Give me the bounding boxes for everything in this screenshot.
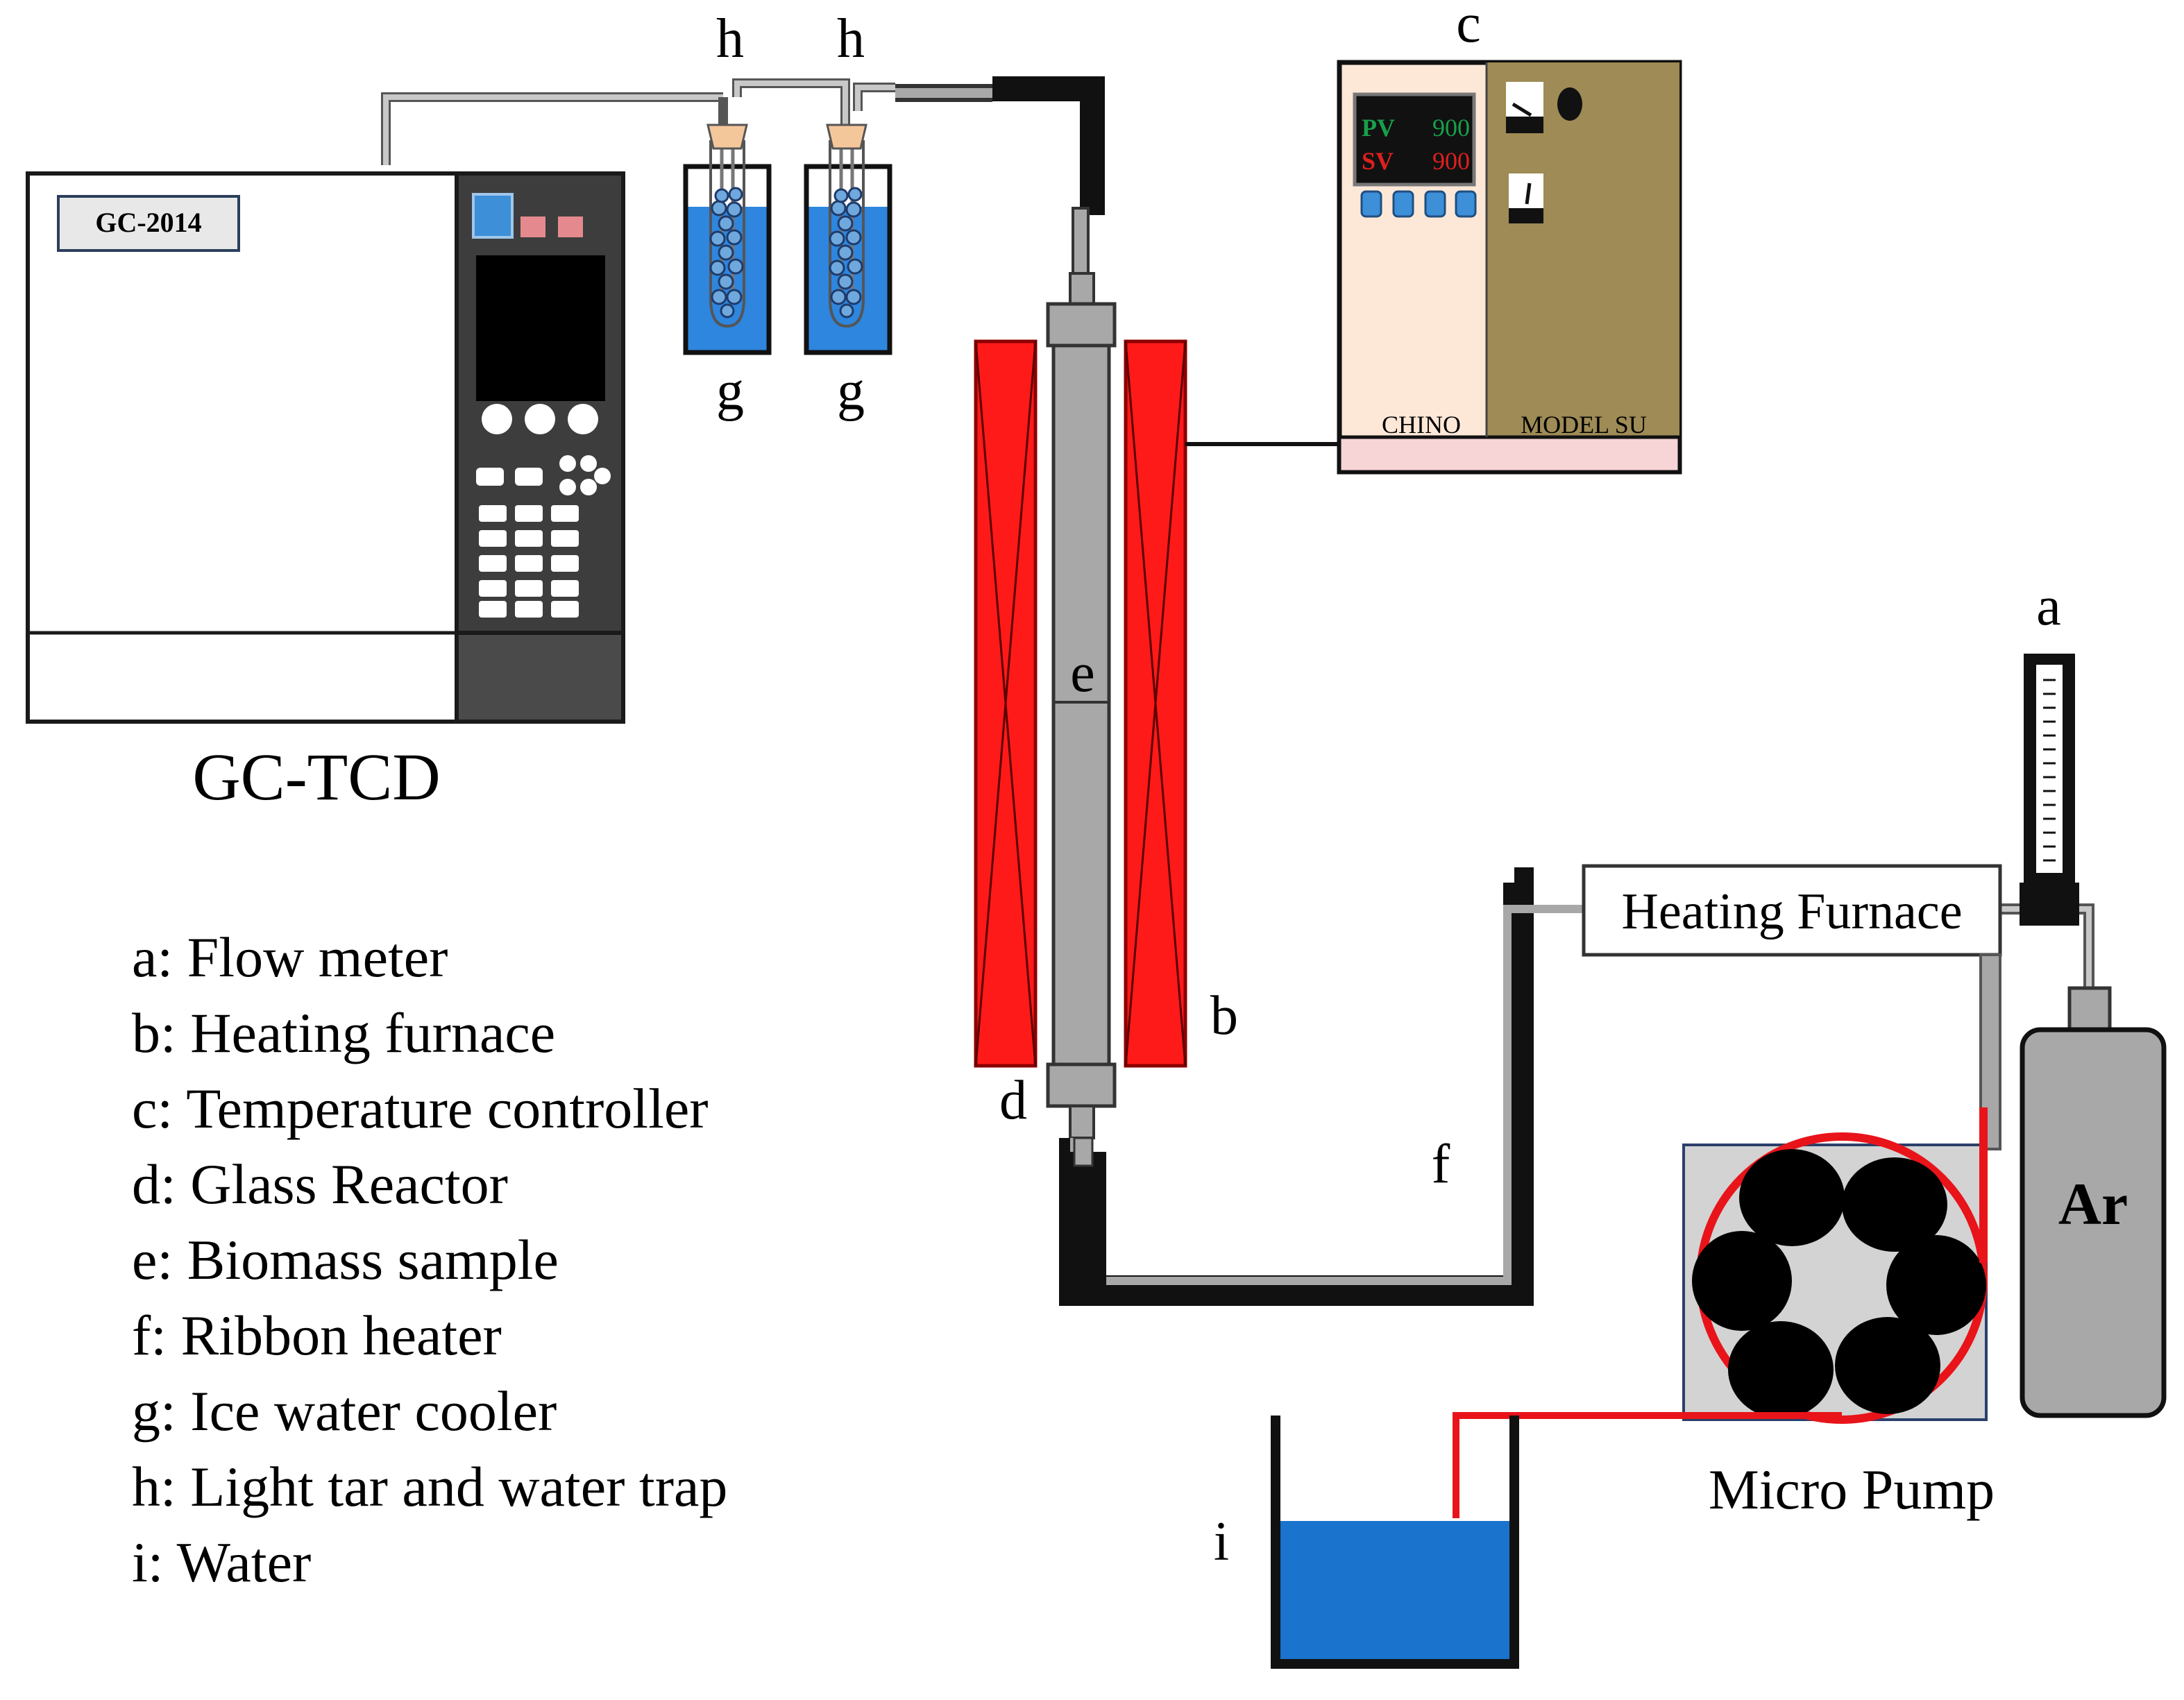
label-e: e [1070, 643, 1095, 704]
gc-tcd-instrument: GC-2014 GC-TCD [26, 92, 723, 814]
label-f: f [1432, 1134, 1450, 1195]
water-reservoir: i [1214, 1412, 1842, 1669]
sv-value: 900 [1432, 147, 1470, 175]
legend-item: h: Light tar and water trap [132, 1455, 728, 1518]
micro-pump-label: Micro Pump [1709, 1458, 1995, 1521]
cold-traps: h h g g [683, 8, 1105, 422]
gc-keypad [479, 505, 579, 618]
preheating-furnace: Heating Furnace [1582, 864, 2094, 1150]
controller-base [1337, 435, 1682, 474]
label-i: i [1214, 1511, 1229, 1572]
sv-label: SV [1362, 147, 1394, 175]
label-h-right: h [837, 8, 865, 69]
gc-red-key [520, 216, 545, 237]
glass-reactor-top-cap [1046, 302, 1117, 348]
glass-reactor-bottom-cap [1046, 1062, 1117, 1108]
argon-label: Ar [2058, 1171, 2128, 1237]
controller-brand: CHINO [1382, 411, 1461, 439]
gc-blue-key [472, 193, 514, 239]
legend: a: Flow meter b: Heating furnace c: Temp… [132, 919, 727, 1600]
controller-display [1353, 92, 1476, 187]
water-feed-line [1453, 1412, 1842, 1518]
gc-model-text: GC-2014 [95, 207, 201, 238]
legend-item: e: Biomass sample [132, 1228, 559, 1291]
gc-body [26, 171, 459, 724]
micro-pump: Micro Pump [1682, 1107, 1995, 1521]
legend-item: f: Ribbon heater [132, 1304, 502, 1367]
temperature-controller: PV 900 SV 900 CHINO MODEL SU c [1337, 0, 1682, 475]
legend-item: g: Ice water cooler [132, 1379, 557, 1443]
controller-buttons [1360, 190, 1477, 218]
legend-item: a: Flow meter [132, 926, 448, 989]
ice-water-cooler-left [683, 124, 772, 355]
controller-model: MODEL SU [1521, 411, 1647, 439]
label-h-left: h [716, 8, 744, 69]
gc-inlet-line [381, 92, 723, 165]
label-d: d [999, 1070, 1027, 1131]
reactor-assembly: e b d [974, 272, 1339, 1139]
pump-rollers [1692, 1149, 1986, 1418]
gc-tcd-label: GC-TCD [192, 740, 440, 814]
glass-reactor [1051, 343, 1111, 1066]
pv-label: PV [1362, 114, 1395, 142]
label-c: c [1456, 0, 1481, 54]
flow-meter: a [2020, 576, 2079, 926]
legend-item: c: Temperature controller [132, 1077, 709, 1140]
heating-furnace-right [1124, 339, 1187, 1068]
legend-item: b: Heating furnace [132, 1001, 556, 1064]
argon-cylinder: Ar [2020, 986, 2167, 1418]
pv-value: 900 [1432, 114, 1470, 142]
legend-item: i: Water [132, 1531, 312, 1594]
gc-model-badge [57, 195, 240, 252]
label-a: a [2036, 576, 2061, 637]
label-b: b [1210, 985, 1238, 1046]
label-g-left: g [716, 361, 744, 422]
ice-water-cooler-right [804, 124, 892, 355]
ribbon-heater: f [1059, 867, 1589, 1306]
gc-display [476, 255, 605, 401]
legend-item: d: Glass Reactor [132, 1153, 508, 1216]
controller-knob [1557, 87, 1582, 121]
heating-furnace-left [974, 339, 1038, 1068]
preheater-label: Heating Furnace [1621, 883, 1962, 940]
label-g-right: g [837, 361, 865, 422]
